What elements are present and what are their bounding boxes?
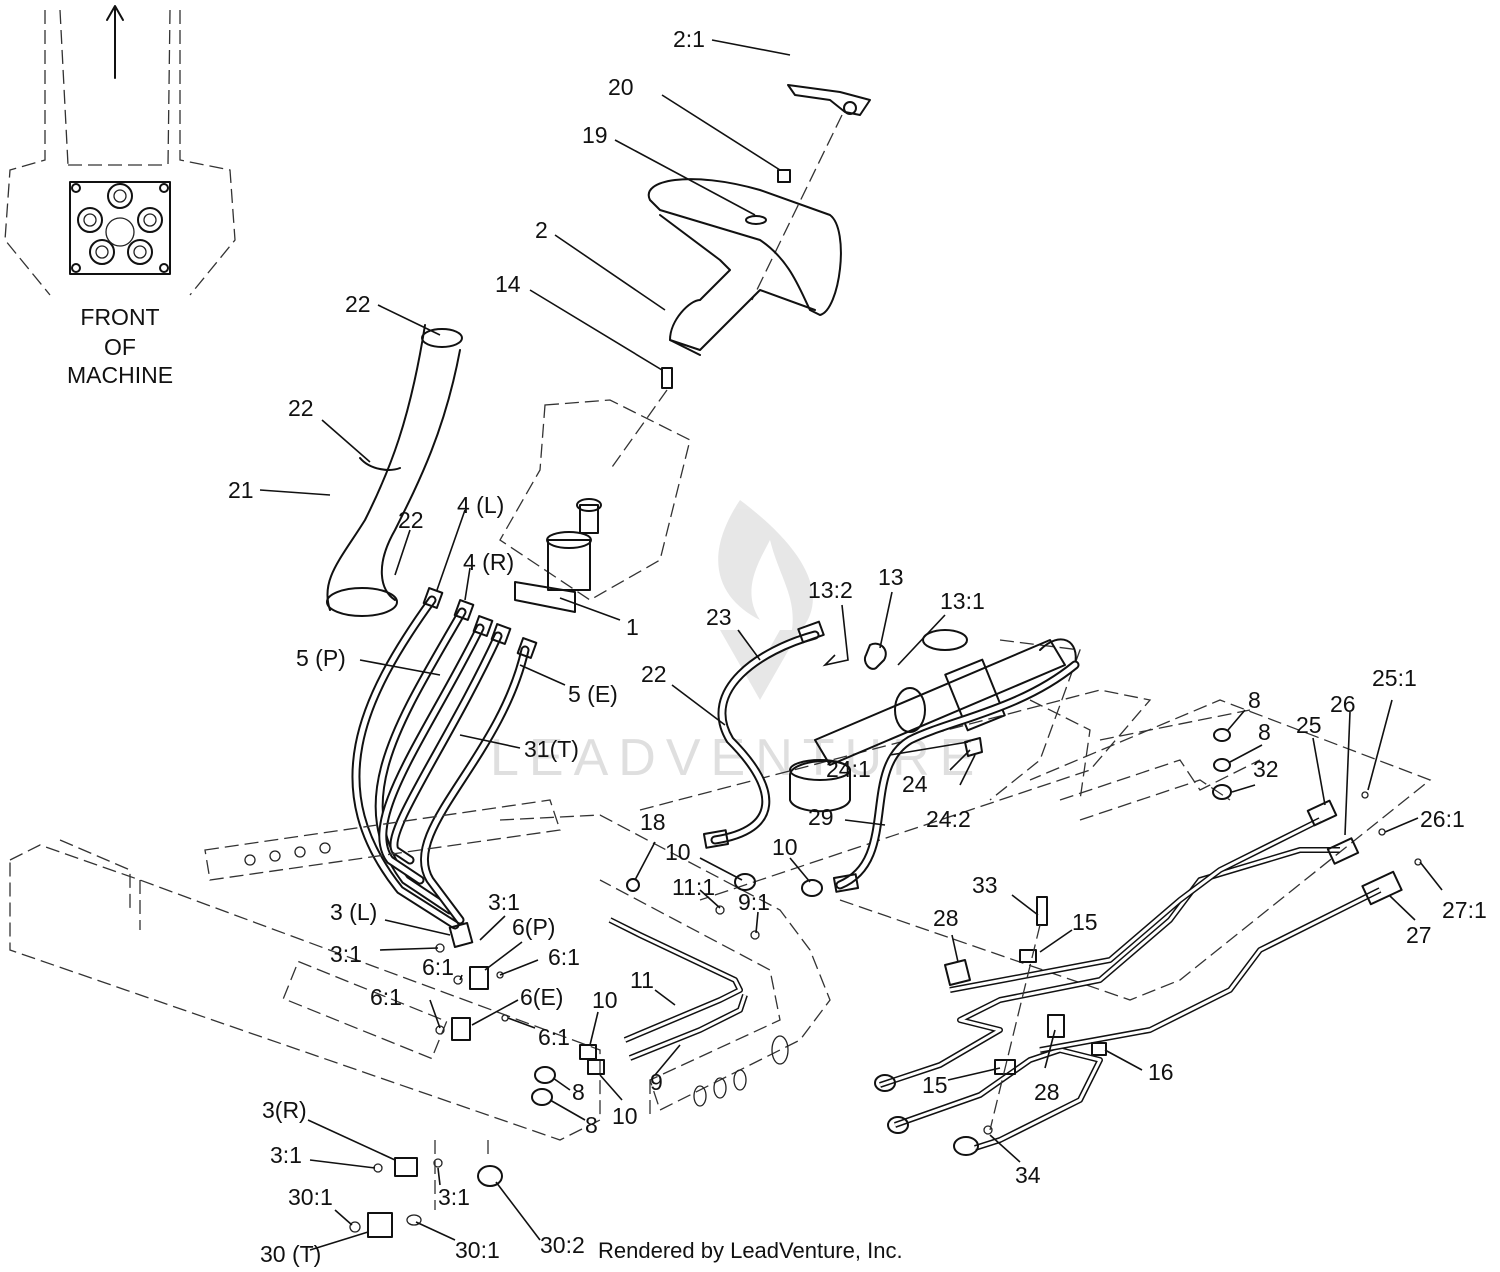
leader-lines xyxy=(259,39,1443,1251)
callout-label: 5 (E) xyxy=(568,681,618,707)
callout-label: 18 xyxy=(640,809,666,835)
callout-label: 3:1 xyxy=(270,1142,302,1168)
inset-title-line-2: OF xyxy=(104,334,136,360)
callout-label: 3:1 xyxy=(488,889,520,915)
callout-label: 24:2 xyxy=(926,806,971,832)
callout-label: 13:1 xyxy=(940,588,985,614)
callout-label: 31(T) xyxy=(524,736,579,762)
callout-label: 2 xyxy=(535,217,548,243)
callout-label: 33 xyxy=(972,872,998,898)
callout-label: 6(E) xyxy=(520,984,563,1010)
callout-label: 4 (R) xyxy=(463,549,514,575)
callout-label: 3:1 xyxy=(330,941,362,967)
callout-label: 20 xyxy=(608,74,634,100)
steering-cylinder xyxy=(789,629,1077,813)
callout-label: 24 xyxy=(902,771,928,797)
filler-hose xyxy=(326,324,463,617)
callout-label: 10 xyxy=(592,987,618,1013)
callout-label: 26:1 xyxy=(1420,806,1465,832)
callout-label: 13 xyxy=(878,564,904,590)
callout-label: 22 xyxy=(398,507,424,533)
callout-label: 8 xyxy=(585,1112,598,1138)
callout-label: 1 xyxy=(626,614,639,640)
callout-label: 34 xyxy=(1015,1162,1041,1188)
callout-label: 13:2 xyxy=(808,577,853,603)
callout-label: 21 xyxy=(228,477,254,503)
callout-label: 32 xyxy=(1253,756,1279,782)
callout-label: 22 xyxy=(288,395,314,421)
callout-label: 6(P) xyxy=(512,914,555,940)
callout-label: 30:1 xyxy=(288,1184,333,1210)
callout-label: 27 xyxy=(1406,922,1432,948)
valve-fittings xyxy=(435,873,823,1106)
callout-label: 3 (L) xyxy=(330,899,377,925)
steering-hoses xyxy=(351,587,538,930)
callout-label: 8 xyxy=(572,1079,585,1105)
main-frame xyxy=(9,639,1432,1141)
callout-label: 30 (T) xyxy=(260,1241,321,1267)
callout-label: 22 xyxy=(345,291,371,317)
callout-label: 25:1 xyxy=(1372,665,1417,691)
callout-label: 10 xyxy=(772,834,798,860)
callout-label: 4 (L) xyxy=(457,492,504,518)
callout-label: 10 xyxy=(665,839,691,865)
callout-label: 29 xyxy=(808,804,834,830)
callout-label: 2:1 xyxy=(673,26,705,52)
callout-label: 30:2 xyxy=(540,1232,585,1258)
tube-lines-right xyxy=(874,709,1422,1156)
callout-label: 15 xyxy=(1072,909,1098,935)
rendered-by-credit: Rendered by LeadVenture, Inc. xyxy=(598,1238,903,1263)
callout-label: 23 xyxy=(706,604,732,630)
callout-label: 28 xyxy=(933,905,959,931)
callout-label: 27:1 xyxy=(1442,897,1487,923)
callout-label: 3(R) xyxy=(262,1097,307,1123)
callout-label: 14 xyxy=(495,271,521,297)
inset-view: FRONT OF MACHINE xyxy=(4,5,236,388)
callout-label: 11:1 xyxy=(672,874,715,900)
callout-label: 6:1 xyxy=(370,984,402,1010)
callout-label: 16 xyxy=(1148,1059,1174,1085)
callout-label: 9:1 xyxy=(738,889,770,915)
callout-label: 30:1 xyxy=(455,1237,500,1263)
callout-labels: 2:1 20 19 2 14 22 22 21 22 4 (L) 4 (R) 1… xyxy=(228,26,1487,1267)
inset-title-line-1: FRONT xyxy=(80,304,159,330)
callout-label: 26 xyxy=(1330,691,1356,717)
callout-label: 15 xyxy=(922,1072,948,1098)
callout-label: 6:1 xyxy=(538,1024,570,1050)
callout-label: 6:1 xyxy=(422,954,454,980)
callout-label: 19 xyxy=(582,122,608,148)
callout-label: 25 xyxy=(1296,712,1322,738)
callout-label: 11 xyxy=(630,967,654,993)
callout-label: 6:1 xyxy=(548,944,580,970)
callout-label: 28 xyxy=(1034,1079,1060,1105)
steering-wheel-assembly xyxy=(609,84,871,471)
callout-label: 10 xyxy=(612,1103,638,1129)
callout-label: 9 xyxy=(650,1069,663,1095)
inset-title-line-3: MACHINE xyxy=(67,362,173,388)
callout-label: 24:1 xyxy=(826,756,871,782)
callout-label: 8 xyxy=(1258,719,1271,745)
steering-unit xyxy=(514,498,602,613)
callout-label: 8 xyxy=(1248,687,1261,713)
callout-label: 5 (P) xyxy=(296,645,346,671)
lower-fittings xyxy=(349,1140,503,1238)
callout-label: 3:1 xyxy=(438,1184,470,1210)
callout-label: 22 xyxy=(641,661,667,687)
cylinder-hoses xyxy=(702,620,1080,893)
tube-lines-left xyxy=(608,917,748,1061)
